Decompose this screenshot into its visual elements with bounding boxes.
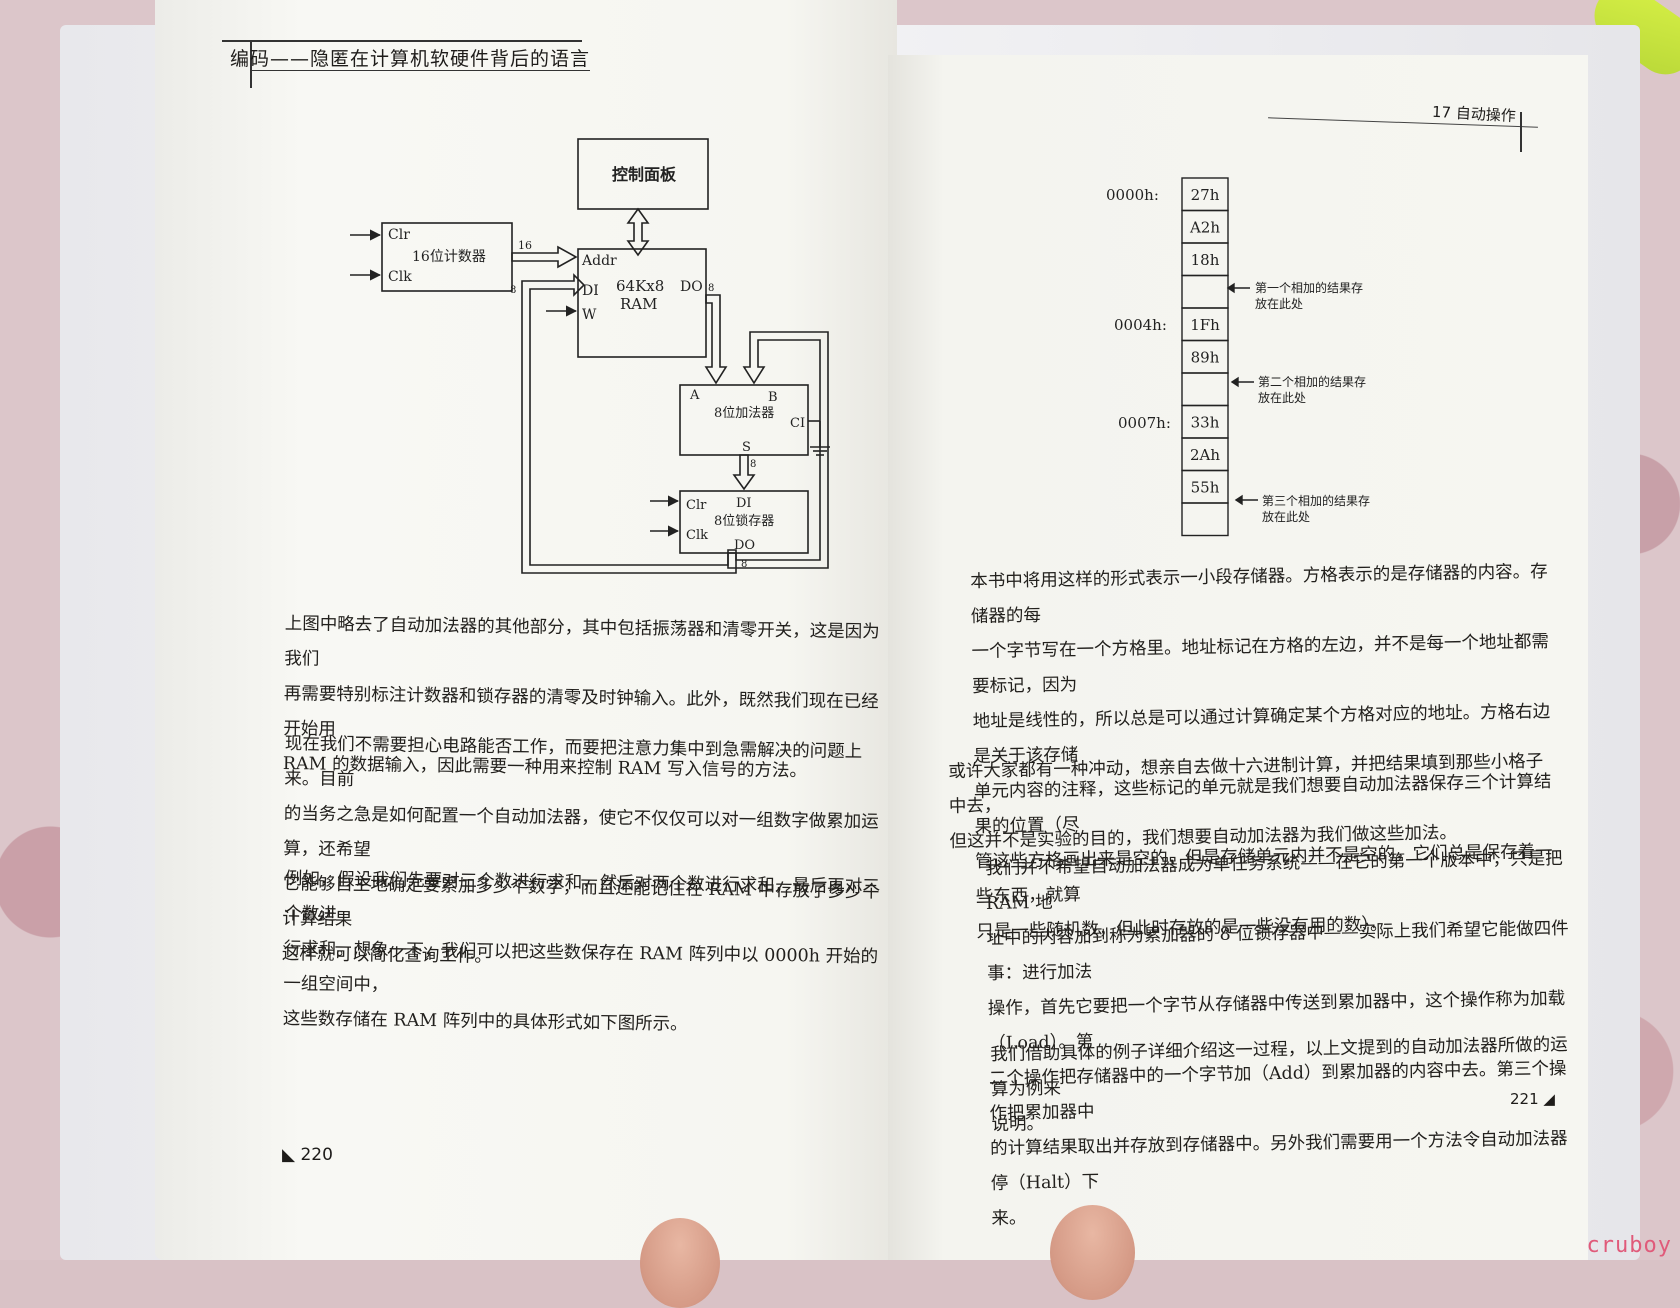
- note-3-line-2: 放在此处: [1262, 509, 1310, 524]
- adder-s-label: S: [742, 440, 751, 455]
- memory-cell-value: 2Ah: [1190, 446, 1220, 464]
- ram-subtitle: RAM: [620, 295, 658, 313]
- adder-b-label: B: [768, 390, 778, 405]
- left-page: [155, 0, 897, 1260]
- circuit-diagram: 控制面板 Clr Clk 16位计数器 16 Addr 64Kx8 RAM DI…: [350, 138, 830, 574]
- address-0000h: 0000h:: [1106, 186, 1159, 204]
- memory-cell-value: 18h: [1191, 251, 1220, 269]
- memory-cell-value: 33h: [1191, 414, 1220, 432]
- memory-cell-value: 1Fh: [1190, 316, 1220, 334]
- ram-do-bus-width: 8: [708, 283, 714, 294]
- running-head-rule-vertical-right: [1520, 112, 1522, 152]
- memory-cell: [1181, 372, 1229, 407]
- running-head-right: 17 自动操作: [1431, 102, 1517, 126]
- ram-di-bus-width: 8: [510, 285, 516, 296]
- counter-clr-label: Clr: [388, 227, 410, 243]
- adder-label: 8位加法器: [714, 406, 774, 421]
- latch-box: [679, 490, 809, 554]
- latch-clk-label: Clk: [686, 528, 708, 543]
- control-panel-arrow: [626, 207, 650, 257]
- ram-addr-label: Addr: [581, 253, 617, 269]
- note-3-line-1: 第三个相加的结果存: [1262, 493, 1370, 508]
- ram-title: 64Kx8: [616, 277, 664, 295]
- memory-cell-value: 55h: [1191, 479, 1220, 497]
- right-paragraph-4: 我们借助具体的例子详细介绍这一过程，以上文提到的自动加法器所做的运算为例来 说明…: [990, 1034, 1568, 1135]
- memory-cell-value: 89h: [1191, 349, 1220, 367]
- ram-w-label: W: [582, 307, 597, 323]
- running-head-rule: [222, 40, 582, 42]
- memory-cell-value: A2h: [1189, 219, 1220, 237]
- latch-clr-label: Clr: [686, 498, 707, 513]
- adder-a-label: A: [689, 388, 700, 403]
- control-panel-label: 控制面板: [612, 165, 677, 184]
- page-number-right: 221 ◢: [1510, 1090, 1555, 1108]
- latch-di-label: DI: [736, 496, 752, 511]
- note-1-line-2: 放在此处: [1255, 296, 1303, 311]
- running-head-underline: [250, 70, 590, 71]
- right-page: [888, 55, 1588, 1260]
- watermark: cruboy: [1586, 1233, 1672, 1258]
- adder-ci-label: CI: [790, 416, 805, 431]
- running-head-left: 编码——隐匿在计算机软硬件背后的语言: [230, 48, 591, 70]
- note-2-line-1: 第二个相加的结果存: [1258, 374, 1366, 389]
- address-0007h: 0007h:: [1118, 414, 1171, 432]
- note-1-line-1: 第一个相加的结果存: [1255, 280, 1363, 295]
- counter-label: 16位计数器: [412, 249, 486, 265]
- page-number-left-value: 220: [300, 1145, 333, 1165]
- ram-do-label: DO: [680, 279, 703, 295]
- finger-right: [1050, 1205, 1135, 1300]
- page-number-left: ◣ 220: [282, 1145, 333, 1165]
- latch-do-bus-width: 8: [741, 559, 747, 570]
- counter-bus-width: 16: [518, 239, 532, 252]
- page-number-right-value: 221: [1510, 1090, 1539, 1108]
- left-paragraph-3: 例如，假设我们先要对三个数进行求和，然后对两个数进行求和，最后再对三个数进 行求…: [282, 868, 880, 1035]
- note-2-line-2: 放在此处: [1258, 390, 1306, 405]
- memory-cell-value: 27h: [1191, 186, 1220, 204]
- ram-di-label: DI: [582, 283, 599, 299]
- address-0004h: 0004h:: [1114, 316, 1167, 334]
- memory-cell: [1181, 502, 1229, 537]
- latch-label: 8位锁存器: [714, 513, 774, 529]
- sum-bus-width: 8: [750, 459, 756, 470]
- counter-clk-label: Clk: [388, 269, 412, 285]
- memory-cell: [1181, 274, 1229, 309]
- running-head-rule-vertical: [250, 40, 252, 88]
- latch-do-label: DO: [734, 538, 755, 553]
- control-panel-box: [577, 138, 709, 210]
- finger-left: [640, 1218, 720, 1308]
